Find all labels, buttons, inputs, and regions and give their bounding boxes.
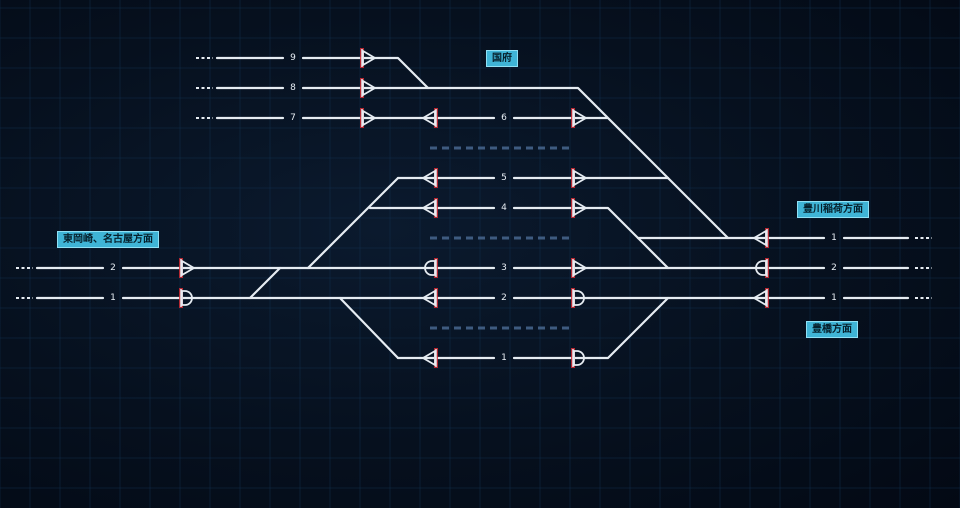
track-segment <box>306 176 400 270</box>
signal-head-triangle <box>422 110 436 126</box>
signal-head-half-circle <box>424 260 436 276</box>
signal-head-triangle <box>181 260 195 276</box>
signal-icon <box>424 258 438 278</box>
signal-head-triangle <box>362 110 376 126</box>
signal-head-half-circle <box>573 290 585 306</box>
signal-icon <box>422 288 438 308</box>
signal-head-triangle <box>362 50 376 66</box>
track-number-left-2: 2 <box>110 263 116 273</box>
track-segment <box>301 86 730 240</box>
track-numbers: 9 8 7 2 1 6 5 4 3 2 1 1 2 1 <box>110 53 837 363</box>
signal-head-triangle <box>573 260 587 276</box>
signal-head-triangle <box>422 290 436 306</box>
signal-icon <box>422 198 438 218</box>
track-segment <box>338 296 400 360</box>
platform-track-5: 5 <box>501 173 507 183</box>
signal-icon <box>571 108 587 128</box>
track-number-9: 9 <box>290 53 296 63</box>
signal-head-triangle <box>753 290 767 306</box>
track-number-7: 7 <box>290 113 296 123</box>
track-ends <box>16 57 932 299</box>
signal-head-triangle <box>753 230 767 246</box>
track-number-left-1: 1 <box>110 293 116 303</box>
signal-head-triangle <box>573 200 587 216</box>
signal-icon <box>571 288 585 308</box>
platform-track-4: 4 <box>501 203 507 213</box>
track-segment <box>248 266 282 300</box>
signal-icon <box>571 198 587 218</box>
signal-head-triangle <box>422 170 436 186</box>
signal-head-half-circle <box>181 290 193 306</box>
track-number-right-2: 2 <box>831 263 837 273</box>
signals <box>179 48 769 368</box>
track-segment <box>512 296 670 360</box>
label-kokufu: 国府 <box>486 50 518 67</box>
signal-icon <box>360 108 376 128</box>
signal-icon <box>753 228 769 248</box>
signal-icon <box>571 348 585 368</box>
signal-icon <box>422 108 438 128</box>
signal-icon <box>360 48 376 68</box>
track-number-8: 8 <box>290 83 296 93</box>
signal-icon <box>753 288 769 308</box>
signal-icon <box>179 258 195 278</box>
signal-head-triangle <box>422 350 436 366</box>
label-toyokawa-inari: 豊川稲荷方面 <box>797 201 869 218</box>
track-segment <box>301 56 430 90</box>
signal-icon <box>422 168 438 188</box>
track-segment <box>512 206 670 270</box>
track-lines <box>35 56 910 360</box>
signal-head-triangle <box>422 200 436 216</box>
signal-icon <box>571 258 587 278</box>
platform-track-3: 3 <box>501 263 507 273</box>
signal-icon <box>360 78 376 98</box>
track-number-toyokawa-1: 1 <box>831 233 837 243</box>
label-toyohashi: 豊橋方面 <box>806 321 858 338</box>
signal-head-half-circle <box>573 350 585 366</box>
signal-icon <box>179 288 193 308</box>
platform-track-6: 6 <box>501 113 507 123</box>
signal-icon <box>571 168 587 188</box>
signal-head-triangle <box>573 170 587 186</box>
signal-head-half-circle <box>755 260 767 276</box>
signal-icon <box>755 258 769 278</box>
label-higashi-okazaki-nagoya: 東岡崎、名古屋方面 <box>57 231 159 248</box>
signal-head-triangle <box>573 110 587 126</box>
platform-track-1: 1 <box>501 353 507 363</box>
track-number-right-1: 1 <box>831 293 837 303</box>
signal-head-triangle <box>362 80 376 96</box>
platform-track-2: 2 <box>501 293 507 303</box>
signal-icon <box>422 348 438 368</box>
